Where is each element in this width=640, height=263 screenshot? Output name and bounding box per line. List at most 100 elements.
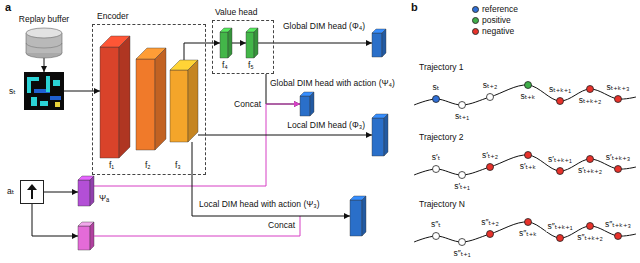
trajectory-curve: [414, 85, 636, 105]
head-bar-shape: [372, 114, 388, 156]
state-label: sₜ₊₁: [454, 111, 470, 122]
prism-face: [246, 32, 254, 58]
image-ground: [24, 72, 64, 110]
action-icon: aₜ: [20, 180, 44, 204]
state-point: [525, 152, 532, 159]
database-icon: Replay buffer: [26, 28, 62, 58]
state-point: [557, 168, 564, 175]
state-point: [433, 166, 440, 173]
state-label: s″ₜ₊₁: [452, 248, 471, 259]
head-bar: Global DIM head (Φ₄): [372, 29, 386, 57]
action-bar: Ψₐ: [78, 176, 94, 206]
node-label: f₁: [108, 160, 115, 171]
state-point: [615, 233, 622, 240]
prism-face: [188, 60, 198, 142]
feature-bar: f₅: [246, 28, 258, 58]
head-bar: Local DIM head (Φ₃): [372, 114, 388, 156]
state-point: [433, 233, 440, 240]
state-label: s″ₜ₊ₖ₊₂: [576, 232, 604, 243]
action-branch: [32, 204, 300, 250]
panel-letter: a: [4, 1, 12, 14]
node-label: Local DIM head (Φ₃): [286, 120, 366, 131]
conv-layer: f₃: [170, 60, 198, 142]
action-wire: [32, 204, 78, 236]
head-bar-shape: [372, 29, 386, 57]
trajectory-group: [414, 82, 636, 246]
legend-swatch: [472, 6, 479, 13]
cylinder-ring: [26, 43, 62, 48]
trajectory-title: Trajectory 1: [418, 62, 465, 73]
state-point: [433, 96, 440, 103]
state-label: s′ₜ: [431, 152, 441, 163]
prism-face: [350, 200, 362, 236]
state-point: [615, 166, 622, 173]
dashed-group: Value headf₄f₅: [212, 20, 274, 74]
maze-block: [31, 97, 37, 106]
state-point: [459, 239, 466, 246]
edge-group: [44, 43, 372, 216]
state-point: [459, 102, 466, 109]
state-label: sₜ₊ₖ: [520, 91, 537, 102]
action-bar: [78, 226, 90, 250]
concat-label: Concat: [233, 99, 262, 110]
action-icon-shape: [20, 180, 44, 204]
prism-face: [170, 70, 188, 142]
connector: [232, 43, 246, 44]
prism-face: [228, 28, 232, 58]
connector: [198, 135, 372, 136]
trajectory-title: Trajectory 2: [418, 132, 465, 143]
maze-block: [27, 77, 31, 93]
state-label: s″ₜ₊₂: [480, 217, 500, 228]
node-label: Global DIM head with action (Ψ₄): [269, 78, 396, 89]
connector: [184, 43, 220, 60]
state-label: s′ₜ₊ₖ₊₁: [547, 154, 573, 165]
state-point: [587, 223, 594, 230]
prism-face: [372, 33, 382, 57]
dashed-group: Encoderf₁f₂f₃: [92, 24, 206, 175]
prism-face: [300, 96, 310, 116]
state-label: s′ₜ₊ₖ₊₃: [605, 152, 631, 163]
head-bar: Global DIM head with action (Ψ₄): [300, 92, 314, 116]
prism-face: [254, 28, 258, 58]
prism-face: [78, 180, 90, 206]
feature-bar-shape: [246, 28, 258, 58]
state-point: [587, 86, 594, 93]
feature-bar-shape: [220, 28, 232, 58]
up-arrow: [31, 189, 33, 199]
state-point: [525, 219, 532, 226]
head-bar: Local DIM head with action (Ψ₃): [350, 196, 366, 236]
legend-row: positive: [472, 15, 511, 26]
node-label: f₄: [221, 60, 229, 71]
maze-block: [50, 96, 61, 100]
prism-face: [384, 114, 388, 156]
node-label: sₜ: [8, 86, 17, 97]
state-point: [487, 164, 494, 171]
state-label: s′ₜ₊ₖ: [519, 161, 537, 172]
legend-swatch: [472, 28, 479, 35]
legend-swatch: [472, 17, 479, 24]
state-label: s″ₜ: [430, 219, 442, 230]
head-bar-shape: [350, 196, 366, 236]
conv-layer: f₁: [100, 36, 130, 158]
legend-text: positive: [482, 15, 511, 26]
connector: [44, 192, 78, 193]
conv-layer: f₂: [136, 48, 166, 150]
feature-bar: f₄: [220, 28, 232, 58]
legend-text: reference: [482, 4, 518, 15]
head-bar-shape: [300, 92, 314, 116]
state-label: s′ₜ₊₁: [453, 181, 471, 192]
icon-frame: [21, 181, 44, 204]
maze-block: [53, 80, 60, 86]
state-point: [487, 94, 494, 101]
node-label: Replay buffer: [18, 14, 70, 25]
trajectory-curve: [414, 222, 636, 242]
state-image: sₜ: [24, 72, 64, 110]
trajectory-title: Trajectory N: [418, 199, 466, 210]
state-point: [557, 98, 564, 105]
state-point: [587, 156, 594, 163]
maze-block: [55, 102, 60, 107]
connector: [192, 142, 350, 216]
action-bar-side: [90, 222, 94, 250]
